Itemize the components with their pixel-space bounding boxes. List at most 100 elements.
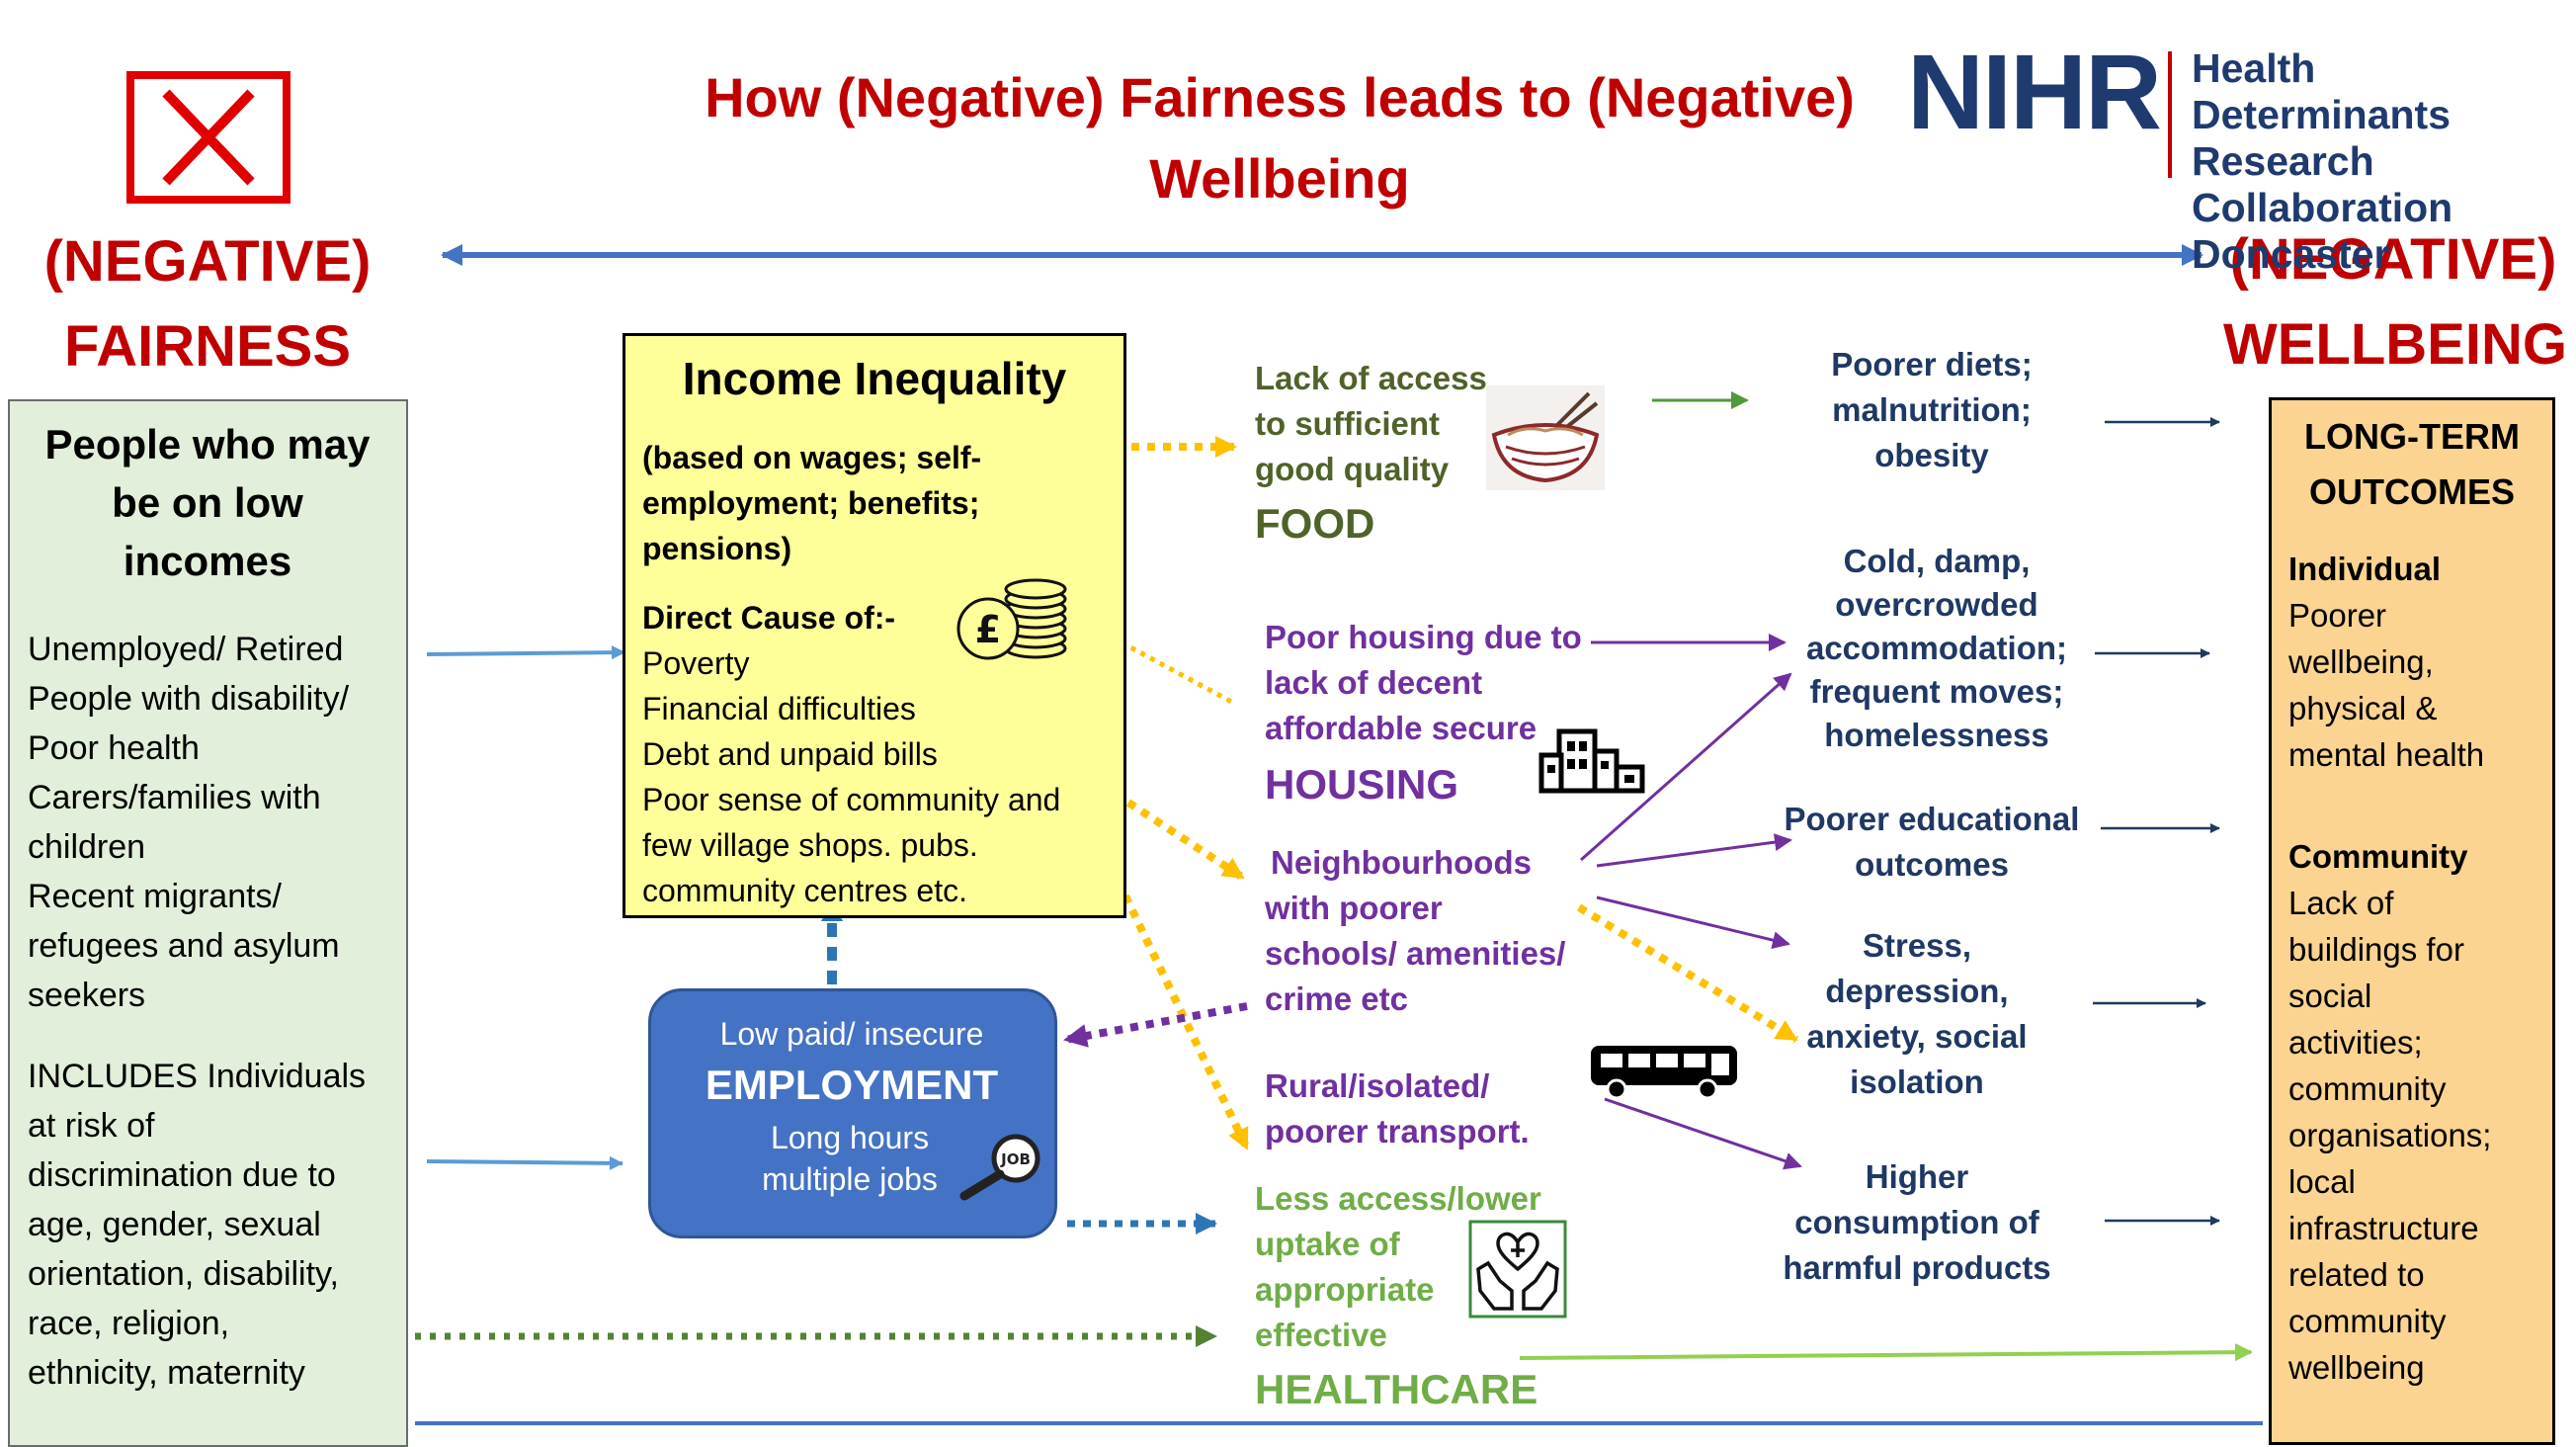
outcome-harmful: Higher consumption of harmful products: [1759, 1154, 2075, 1291]
employment-top-text: Low paid/ insecure: [719, 1016, 984, 1052]
direct-cause-list: Poverty Financial difficulties Debt and …: [642, 640, 1107, 913]
list-item: Poverty: [642, 645, 750, 681]
coins-icon: £: [956, 578, 1067, 660]
list-item: Lack of: [2288, 885, 2394, 921]
list-item: Unemployed/ Retired: [28, 631, 344, 668]
job-search-icon: JOB: [959, 1134, 1040, 1201]
arrow-income-to-neighbourhoods: [1125, 799, 1246, 882]
housing-line: affordable secure: [1265, 710, 1537, 746]
list-item: few village shops. pubs.: [642, 827, 978, 863]
housing-line: lack of decent: [1265, 664, 1483, 701]
healthcare-hands-icon: [1468, 1220, 1567, 1319]
list-item: infrastructure: [2288, 1210, 2479, 1246]
long-term-outcomes-box: [2269, 397, 2555, 1445]
outcome-line: depression,: [1825, 973, 2009, 1009]
arrow-income-to-housing: [1120, 639, 1237, 707]
outcome-line: frequent moves;: [1809, 673, 2064, 710]
housing-line: Poor housing due to: [1265, 619, 1582, 655]
neighbourhoods-line: schools/ amenities/: [1265, 935, 1566, 972]
arrow-neighbourhoods-to-stress-dotted: [1576, 903, 1799, 1044]
healthcare-label: HEALTHCARE: [1255, 1366, 1538, 1412]
fairness-label: FAIRNESS: [63, 314, 352, 379]
list-item: buildings for: [2288, 931, 2464, 968]
svg-text:£: £: [975, 608, 1001, 651]
housing-text: Poor housing due to lack of decent affor…: [1265, 615, 1611, 751]
list-item: ethnicity, maternity: [28, 1354, 305, 1392]
logo-subtitle-line: Health Determinants: [2192, 45, 2451, 137]
outcome-line: anxiety, social: [1806, 1018, 2028, 1055]
outcome-line: malnutrition;: [1832, 391, 2032, 428]
arrow-transport-to-harmful: [1604, 1097, 1802, 1170]
list-item: children: [28, 828, 146, 866]
low-income-heading: People who may be on low incomes: [20, 415, 395, 590]
employment-bottom-text: Long hours multiple jobs: [692, 1117, 1008, 1200]
outcome-line: consumption of: [1794, 1204, 2039, 1240]
negative-fairness-heading: (NEGATIVE) FAIRNESS: [20, 219, 395, 389]
job-icon-label: JOB: [1000, 1150, 1031, 1168]
employment-line: Long hours: [770, 1120, 930, 1155]
list-item: community: [2288, 1303, 2447, 1339]
list-item: physical &: [2288, 690, 2438, 726]
direct-cause-heading: Direct Cause of:-: [642, 600, 896, 636]
food-line: good quality: [1255, 451, 1450, 487]
outcome-diets: Poorer diets; malnutrition; obesity: [1749, 342, 2115, 478]
close-x-icon: [126, 71, 291, 204]
healthcare-line: appropriate: [1255, 1271, 1435, 1308]
bus-icon: [1591, 1046, 1737, 1100]
low-income-box: [8, 399, 408, 1447]
list-item: discrimination due to: [28, 1156, 336, 1194]
subtitle-line: (based on wages; self-: [642, 440, 982, 475]
list-item: Poor health: [28, 729, 200, 767]
outcome-housing: Cold, damp, overcrowded accommodation; f…: [1759, 540, 2115, 757]
logo-divider: [2168, 51, 2172, 178]
heading-line: incomes: [123, 538, 292, 584]
low-income-groups: Unemployed/ Retired People with disabili…: [28, 625, 403, 1398]
transport-text: Rural/isolated/ poorer transport.: [1265, 1064, 1591, 1154]
outcome-line: Higher: [1865, 1158, 1969, 1195]
outcome-line: outcomes: [1855, 846, 2009, 883]
list-item: Poorer: [2288, 597, 2387, 634]
nihr-logo: NIHR: [1907, 32, 2162, 151]
healthcare-line: uptake of: [1255, 1226, 1400, 1262]
transport-line: Rural/isolated/: [1265, 1067, 1490, 1104]
list-item: social: [2288, 978, 2372, 1014]
arrow-neighbourhoods-to-stress: [1596, 895, 1790, 949]
transport-line: poorer transport.: [1265, 1113, 1530, 1149]
list-item: Debt and unpaid bills: [642, 736, 938, 772]
buildings-icon: [1538, 728, 1645, 794]
arrow-healthcare-to-longterm: [1519, 1343, 2253, 1362]
list-item: race, religion,: [28, 1305, 230, 1342]
employment-line: multiple jobs: [762, 1161, 938, 1197]
heading-line: LONG-TERM: [2304, 416, 2520, 457]
subtitle-line: employment; benefits;: [642, 485, 980, 521]
list-item: INCLUDES Individuals: [28, 1058, 367, 1095]
list-item: activities;: [2288, 1024, 2423, 1061]
list-item: Poor sense of community and: [642, 782, 1061, 817]
list-item: People with disability/: [28, 680, 350, 718]
list-item: community: [2288, 1070, 2447, 1107]
food-bowl-icon: [1486, 385, 1605, 490]
outcome-education: Poorer educational outcomes: [1759, 797, 2105, 888]
heading-line: People who may: [44, 421, 371, 468]
food-text: Lack of access to sufficient good qualit…: [1255, 356, 1492, 492]
outcome-line: Poorer diets;: [1831, 346, 2033, 383]
list-item: Recent migrants/: [28, 878, 282, 915]
list-item: refugees and asylum: [28, 927, 340, 965]
long-term-heading: LONG-TERM OUTCOMES: [2273, 409, 2551, 520]
outcome-line: Cold, damp,: [1843, 543, 2031, 579]
list-item: age, gender, sexual: [28, 1206, 321, 1243]
arrow-neighbourhoods-to-accommodation: [1580, 672, 1792, 862]
logo-subtitle-line: Doncaster: [2192, 231, 2390, 277]
list-item: Financial difficulties: [642, 691, 916, 726]
list-item: orientation, disability,: [28, 1255, 339, 1293]
individual-heading: Individual: [2288, 551, 2442, 587]
neighbourhoods-text: Neighbourhoods with poorer schools/ amen…: [1265, 840, 1591, 1022]
arrow-lowincome-to-income: [426, 645, 625, 660]
healthcare-text: Less access/lower uptake of appropriate …: [1255, 1176, 1551, 1358]
income-inequality-subtitle: (based on wages; self- employment; benef…: [642, 435, 1097, 571]
logo-subtitle-line: Research Collaboration: [2192, 138, 2453, 230]
long-term-body: Individual Poorer wellbeing, physical & …: [2288, 546, 2555, 1391]
income-inequality-title: Income Inequality: [682, 353, 1067, 404]
arrow-neighbourhoods-to-education: [1596, 833, 1792, 868]
